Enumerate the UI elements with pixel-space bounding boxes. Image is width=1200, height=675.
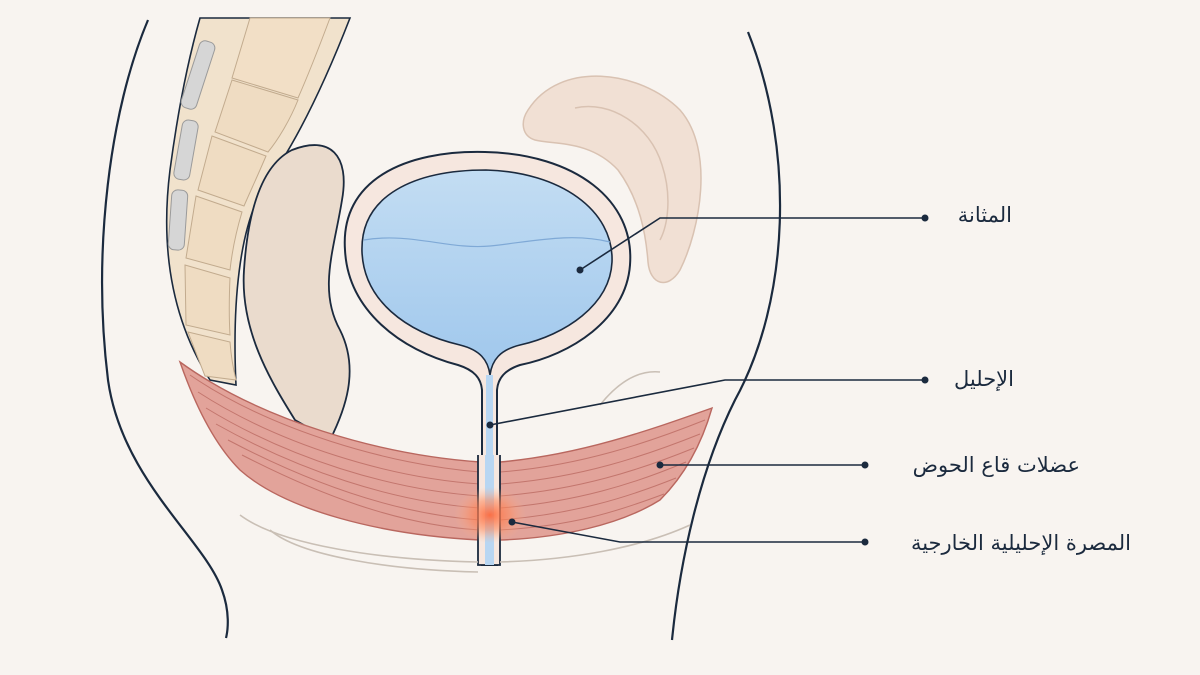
- label-pelvic-floor-muscles: عضلات قاع الحوض: [912, 453, 1080, 477]
- leader-lines: [489, 217, 925, 543]
- label-external-urethral-sphincter: المصرة الإحليلية الخارجية: [910, 531, 1131, 555]
- label-bladder: المثانة: [957, 203, 1012, 227]
- external-urethral-sphincter: [454, 487, 526, 543]
- label-urethra: الإحليل: [954, 367, 1014, 391]
- rectum: [242, 144, 351, 442]
- bladder: [343, 150, 632, 566]
- perineum-outline: [239, 370, 691, 573]
- pelvic-floor-muscles: [178, 360, 714, 541]
- body-outline: [101, 19, 782, 641]
- spine: [165, 17, 352, 386]
- leader-dots: [486, 214, 929, 546]
- uterus: [522, 75, 702, 284]
